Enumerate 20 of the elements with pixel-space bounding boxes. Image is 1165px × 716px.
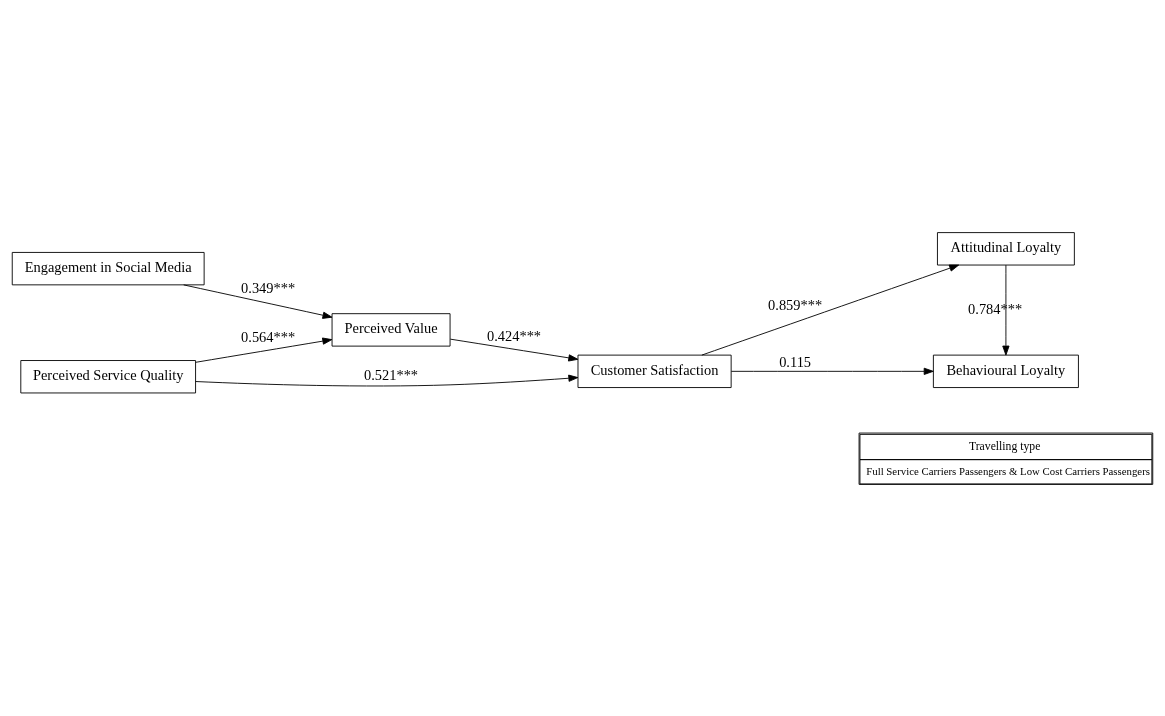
edge-label: 0.424***	[487, 327, 542, 344]
edge-label: 0.521***	[364, 366, 419, 383]
arrow	[449, 338, 579, 361]
edge-label: 0.564***	[241, 328, 296, 345]
arrow	[1002, 264, 1010, 355]
edge-label: 0.115	[779, 353, 812, 370]
node-box: Engagement in Social Media	[11, 251, 205, 285]
arrow	[701, 264, 960, 355]
node-box: Behavioural Loyalty	[932, 354, 1079, 388]
arrow	[730, 367, 934, 375]
arrow	[195, 374, 579, 386]
edge-label: 0.349***	[241, 279, 296, 296]
node-box: Attitudinal Loyalty	[937, 231, 1075, 265]
arrow	[183, 283, 333, 319]
arrow	[195, 337, 333, 363]
node-box: Perceived Service Quality	[20, 359, 197, 393]
node-box: Perceived Value	[331, 312, 451, 347]
node-box: Customer Satisfaction	[577, 354, 732, 388]
edge-label: 0.859***	[768, 296, 823, 313]
edge-label: 0.784***	[968, 300, 1023, 316]
